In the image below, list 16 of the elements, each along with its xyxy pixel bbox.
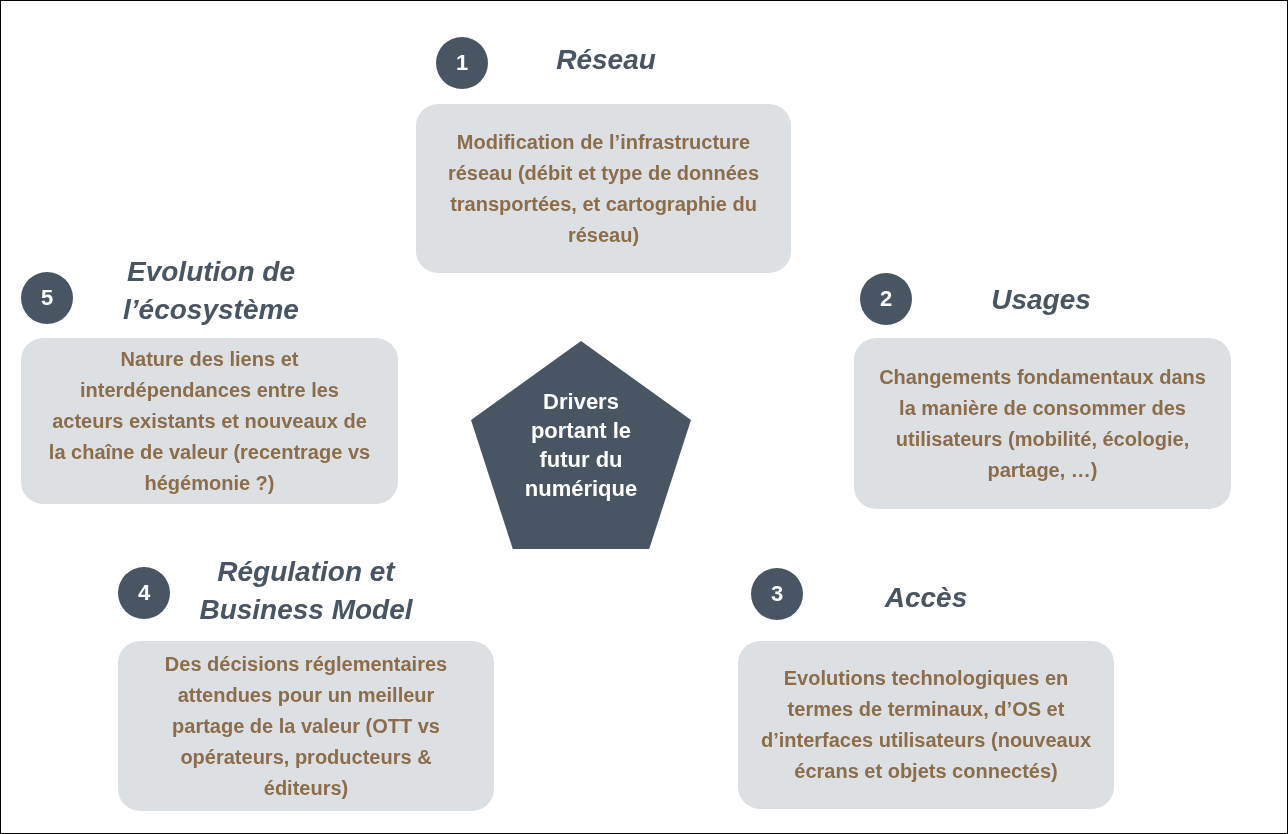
info-card: Modification de l’infrastructure réseau (débit et type de données transportées, et cartographie du réseau) (416, 104, 791, 273)
number-badge: 3 (751, 568, 803, 620)
heading: Evolution de l’écosystème (122, 255, 300, 327)
number-badge: 5 (21, 272, 73, 324)
number-badge: 4 (118, 567, 170, 619)
info-card: Changements fondamentaux dans la manière de consommer des utilisateurs (mobilité, écologie, partage, …) (854, 338, 1231, 509)
center-label: Drivers portant le futur du numérique (523, 387, 639, 503)
heading: Réseau (555, 43, 657, 77)
info-card: Des décisions réglementaires attendues pour un meilleur partage de la valeur (OTT vs opérateurs, producteurs & éditeurs) (118, 641, 494, 811)
info-card: Evolutions technologiques en termes de terminaux, d’OS et d’interfaces utilisateurs (nouveaux écrans et objets connectés) (738, 641, 1114, 809)
heading: Accès (883, 581, 969, 615)
number-badge: 1 (436, 37, 488, 89)
heading: Usages (990, 283, 1092, 317)
heading: Régulation et Business Model (198, 555, 414, 627)
info-card: Nature des liens et interdépendances entre les acteurs existants et nouveaux de la chaîne de valeur (recentrage vs hégémonie ?) (21, 338, 398, 504)
number-badge: 2 (860, 273, 912, 325)
